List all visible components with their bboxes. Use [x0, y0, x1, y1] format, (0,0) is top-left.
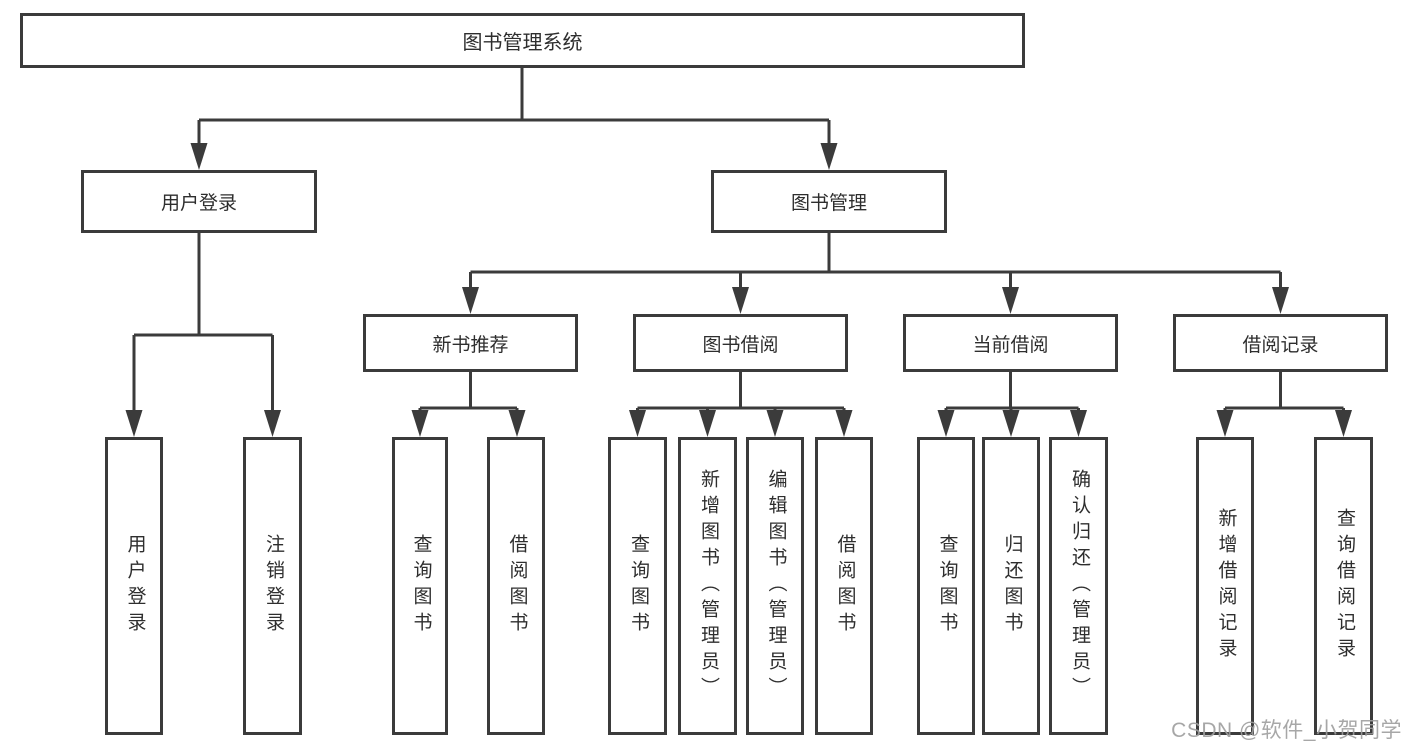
- leaf-logout: 注销登录: [243, 437, 302, 735]
- node-book-borrowing: 图书借阅: [633, 314, 848, 372]
- node-label: 归还图书: [1001, 534, 1023, 638]
- connector-root-to-level2: [190, 68, 838, 170]
- node-label: 查询借阅记录: [1333, 508, 1355, 664]
- node-label: 图书管理系统: [462, 32, 583, 54]
- leaf-edit-books-admin: 编辑图书（管理员）: [746, 437, 804, 735]
- node-label: 用户登录: [124, 534, 146, 638]
- node-label: 新书推荐: [432, 334, 509, 356]
- connector-book-borrow-to-leaves: [629, 372, 853, 437]
- connector-book-management-to-level3: [462, 233, 1289, 314]
- node-label: 查询图书: [936, 534, 958, 638]
- leaf-return-books: 归还图书: [982, 437, 1040, 735]
- node-borrowing-records: 借阅记录: [1173, 314, 1388, 372]
- node-book-management: 图书管理: [711, 170, 947, 233]
- node-label: 新增图书（管理员）: [697, 469, 719, 703]
- node-label: 借阅图书: [834, 534, 856, 638]
- node-label: 注销登录: [262, 534, 284, 638]
- leaf-confirm-return-admin: 确认归还（管理员）: [1049, 437, 1108, 735]
- node-new-book-recommendation: 新书推荐: [363, 314, 578, 372]
- connector-new-book-to-leaves: [411, 372, 526, 437]
- node-label: 当前借阅: [972, 334, 1049, 356]
- connector-user-login-to-leaves: [125, 233, 281, 437]
- leaf-query-books-borrow: 查询图书: [608, 437, 667, 735]
- node-label: 确认归还（管理员）: [1068, 469, 1090, 703]
- node-label: 新增借阅记录: [1215, 508, 1237, 664]
- leaf-borrow-books: 借阅图书: [815, 437, 873, 735]
- node-label: 查询图书: [410, 534, 432, 638]
- node-user-login: 用户登录: [81, 170, 317, 233]
- node-label: 图书借阅: [702, 334, 779, 356]
- leaf-query-borrow-record: 查询借阅记录: [1314, 437, 1373, 735]
- leaf-query-books-recommend: 查询图书: [392, 437, 448, 735]
- node-library-management-system: 图书管理系统: [20, 13, 1025, 68]
- connector-current-borrow-to-leaves: [937, 372, 1087, 437]
- node-label: 借阅图书: [506, 534, 528, 638]
- leaf-query-books-current: 查询图书: [917, 437, 975, 735]
- connector-borrow-record-to-leaves: [1216, 372, 1352, 437]
- csdn-watermark: CSDN @软件_小贺同学: [1171, 719, 1402, 742]
- leaf-user-login: 用户登录: [105, 437, 163, 735]
- node-label: 借阅记录: [1242, 334, 1319, 356]
- leaf-add-books-admin: 新增图书（管理员）: [678, 437, 737, 735]
- node-label: 查询图书: [627, 534, 649, 638]
- node-label: 图书管理: [790, 193, 867, 214]
- node-current-borrowing: 当前借阅: [903, 314, 1118, 372]
- node-label: 用户登录: [160, 193, 237, 214]
- leaf-add-borrow-record: 新增借阅记录: [1196, 437, 1254, 735]
- node-label: 编辑图书（管理员）: [765, 469, 787, 703]
- leaf-borrow-books-recommend: 借阅图书: [487, 437, 545, 735]
